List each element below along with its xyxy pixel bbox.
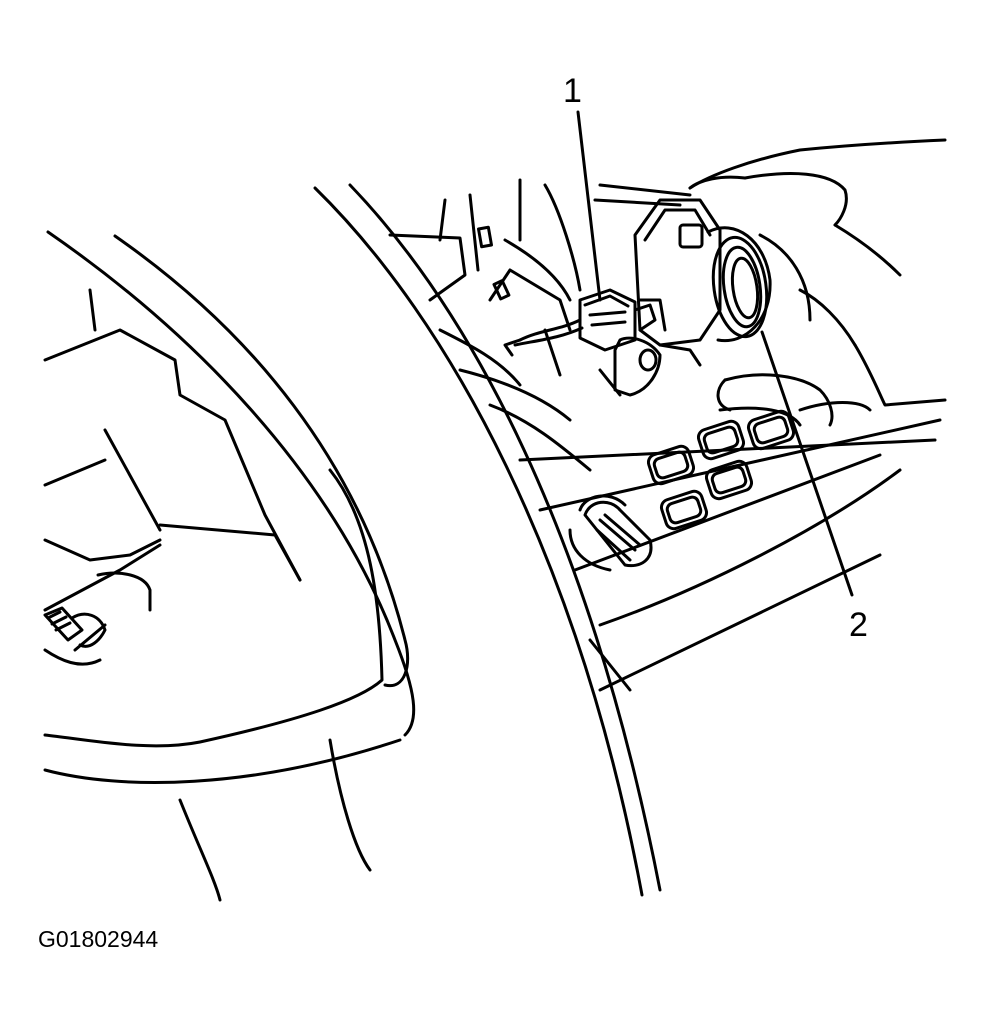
figure-id: G01802944 [38,926,159,952]
bolt [43,571,152,666]
wire-harness [518,318,582,342]
panel-curve-inner [348,183,662,892]
steering-wheel-rim-outer [46,230,416,737]
callout-2-label: 2 [849,606,868,644]
panel-curve-outer [313,186,644,897]
leader-line-2 [760,330,854,597]
control-knob [568,494,653,572]
electrical-connector [503,288,657,377]
instrument-panel [313,178,942,897]
steering-wheel-rim-inner [113,234,410,688]
steering-wheel [43,230,416,902]
callout-1-label: 1 [563,72,582,110]
steering-wheel-spoke [43,468,384,748]
hand [688,138,947,427]
leader-line-1 [576,110,602,302]
steering-column-shroud [43,328,302,582]
steering-wheel-lower-rim [43,738,402,784]
switch-cluster [646,409,796,531]
ignition-switch-assembly [598,198,772,397]
